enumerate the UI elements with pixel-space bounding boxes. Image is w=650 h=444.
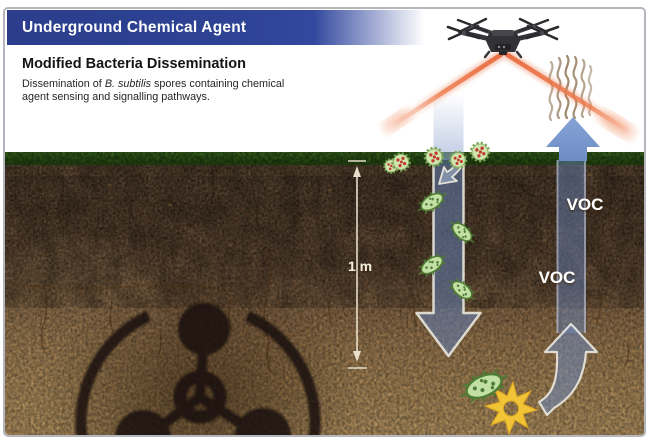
description-text-after: spores containing chemical agent sensing… [22, 78, 285, 104]
description-text-before: Dissemination of [22, 78, 105, 90]
voc-underground-band [556, 160, 586, 333]
section-heading: Modified Bacteria Dissemination [22, 56, 246, 72]
grass-strip [5, 152, 645, 165]
intro-block: Modified Bacteria Dissemination Dissemin… [22, 56, 322, 105]
page-title: Underground Chemical Agent [22, 19, 247, 36]
voc-label-upper: VOC [567, 195, 604, 214]
title-banner: Underground Chemical Agent [7, 10, 433, 45]
laser-beam-right-icon [503, 50, 635, 138]
signal-burst-icon [483, 380, 539, 435]
drone-icon [446, 17, 560, 59]
dissemination-air-column [433, 94, 464, 160]
section-description: Dissemination of B. subtilis spores cont… [22, 78, 314, 105]
voc-curved-arrow [537, 322, 599, 417]
laser-beam-left-icon [383, 50, 505, 132]
depth-scale [348, 160, 367, 369]
dissemination-down-arrow [415, 158, 482, 358]
voc-up-arrow [546, 117, 600, 161]
chemical-weapon-symbol-icon [75, 303, 321, 435]
depth-label: 1 m [348, 258, 372, 274]
voc-label-lower: VOC [539, 268, 576, 287]
species-name: B. subtilis [104, 78, 152, 90]
